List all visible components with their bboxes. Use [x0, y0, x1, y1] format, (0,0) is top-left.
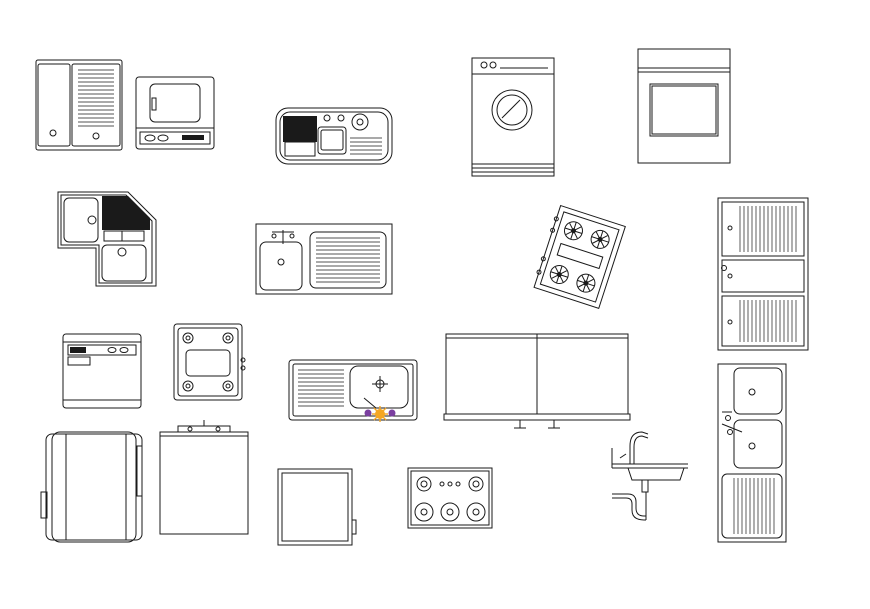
cabinet-with-faucet-block [160, 420, 248, 534]
sink-drainboard-block-1 [276, 108, 392, 164]
double-door-cabinet-block [36, 60, 122, 150]
four-burner-cooktop-block [174, 324, 245, 400]
rotated-gas-cooktop-block [532, 205, 625, 308]
purple-marker [388, 409, 396, 417]
sink-drainboard-block-3 [289, 360, 417, 422]
corner-sink-block [58, 192, 156, 286]
orange-marker [372, 406, 388, 422]
sink-drainboard-block-2 [256, 224, 392, 294]
faucet-sink-section-block [612, 432, 688, 520]
double-bowl-sink-block [718, 364, 786, 542]
washing-machine-block [472, 58, 554, 176]
dishwasher-block [63, 334, 141, 408]
gas-hob-block [408, 468, 492, 528]
base-cabinet-block [278, 469, 356, 545]
fridge-side-elevation-block [41, 432, 142, 542]
double-cabinet-elevation-block [444, 334, 630, 428]
burner-grate [562, 219, 585, 242]
purple-marker [364, 409, 372, 417]
tall-cabinet-drainboards-block [718, 198, 808, 350]
microwave-block [136, 77, 214, 149]
built-in-oven-block [638, 49, 730, 163]
